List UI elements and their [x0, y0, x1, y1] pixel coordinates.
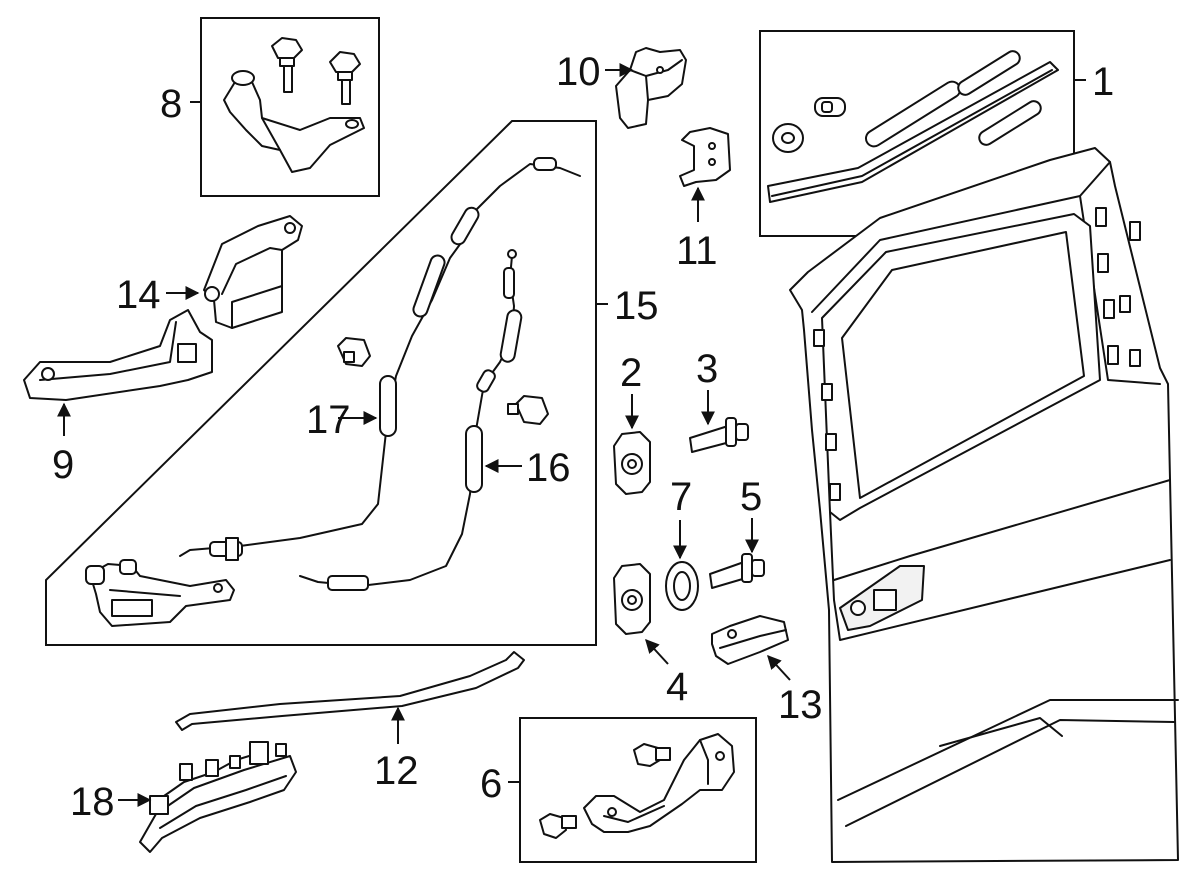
part-15-latch[interactable] — [85, 559, 235, 627]
part-1-rail[interactable] — [767, 61, 1059, 203]
part-16-cable[interactable] — [299, 249, 523, 591]
part-11-bracket[interactable] — [679, 127, 731, 187]
part-8-bolt-a[interactable] — [271, 37, 303, 93]
callout-3: 3 — [696, 347, 718, 391]
callout-8: 8 — [160, 82, 182, 126]
part-15-clip-b[interactable] — [507, 395, 549, 425]
part-6-bolt-b[interactable] — [539, 813, 577, 839]
door-handle-recess — [839, 565, 925, 631]
callout-2: 2 — [620, 351, 642, 395]
part-12-rod[interactable] — [175, 651, 525, 731]
part-8-bolt-b[interactable] — [329, 51, 361, 105]
callout-17: 17 — [306, 398, 351, 442]
part-13-guide[interactable] — [711, 615, 789, 665]
part-9-arm[interactable] — [23, 309, 213, 401]
callout-16: 16 — [526, 446, 571, 490]
box-frame-6 — [519, 717, 757, 863]
part-1-washer[interactable] — [772, 123, 804, 153]
part-8-bracket[interactable] — [223, 70, 365, 173]
part-1-clip[interactable] — [814, 97, 846, 117]
callout-4: 4 — [666, 665, 688, 709]
callout-6: 6 — [480, 762, 502, 806]
box-frame-8 — [200, 17, 380, 197]
part-15-clip-a[interactable] — [337, 337, 371, 367]
callout-9: 9 — [52, 443, 74, 487]
part-6-bolt-a[interactable] — [633, 743, 671, 767]
callout-18: 18 — [70, 780, 115, 824]
part-18-harness[interactable] — [139, 741, 297, 853]
callout-12: 12 — [374, 749, 419, 793]
box-frame-15 — [45, 120, 597, 646]
leader-13 — [767, 654, 791, 681]
door-holes — [813, 207, 1141, 501]
callout-14: 14 — [116, 273, 161, 317]
callout-11: 11 — [676, 229, 718, 273]
part-6-hinge[interactable] — [583, 733, 735, 833]
part-14-check[interactable] — [203, 215, 303, 329]
part-10-hinge[interactable] — [615, 47, 687, 129]
part-4-striker-plate[interactable] — [613, 563, 651, 635]
door-shell[interactable] — [789, 147, 1179, 863]
callout-15: 15 — [614, 284, 659, 328]
part-7-washer[interactable] — [665, 561, 699, 611]
callout-13: 13 — [778, 683, 823, 727]
callout-5: 5 — [740, 475, 762, 519]
callout-10: 10 — [556, 50, 601, 94]
group-box-15: 15 17 16 — [45, 120, 659, 646]
callout-1: 1 — [1092, 60, 1114, 104]
callout-7: 7 — [670, 475, 692, 519]
part-1-strip-b[interactable] — [956, 49, 1023, 98]
group-box-6: 6 — [480, 717, 757, 863]
part-3-bolt[interactable] — [689, 417, 749, 453]
part-2-striker-plate[interactable] — [613, 431, 651, 495]
part-5-bolt[interactable] — [709, 553, 765, 589]
part-1-strip-c[interactable] — [977, 99, 1044, 148]
leader-4 — [645, 638, 669, 665]
part-17-cable[interactable] — [179, 157, 581, 561]
group-box-8: 8 — [160, 17, 380, 197]
